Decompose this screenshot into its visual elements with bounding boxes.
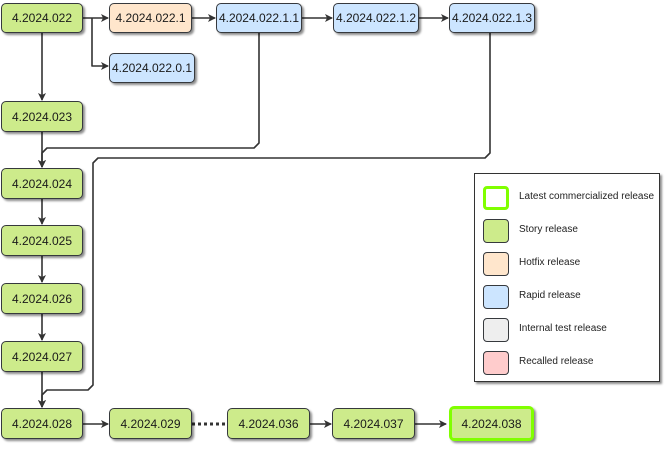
edge-n022-to-n02201 xyxy=(91,18,109,70)
release-node-4-2024-022-1-3[interactable]: 4.2024.022.1.3 xyxy=(449,3,535,33)
legend-label: Rapid release xyxy=(519,290,581,301)
release-node-4-2024-027[interactable]: 4.2024.027 xyxy=(1,341,83,372)
release-node-4-2024-025[interactable]: 4.2024.025 xyxy=(1,225,83,256)
release-label: 4.2024.026 xyxy=(11,291,73,306)
legend-item-latest: Latest commercialized release xyxy=(475,185,659,213)
release-node-4-2024-029[interactable]: 4.2024.029 xyxy=(109,408,192,439)
legend-swatch-hotfix xyxy=(483,252,509,276)
legend-item-hotfix: Hotfix release xyxy=(475,251,659,279)
legend-swatch-internal xyxy=(483,318,509,342)
release-label: 4.2024.022.1.3 xyxy=(451,11,533,25)
legend-label: Story release xyxy=(519,224,578,235)
legend-swatch-rapid xyxy=(483,285,509,309)
release-label: 4.2024.029 xyxy=(120,416,181,431)
release-label: 4.2024.022.1.1 xyxy=(218,11,300,25)
release-label: 4.2024.025 xyxy=(11,233,73,248)
release-node-4-2024-022-1-2[interactable]: 4.2024.022.1.2 xyxy=(333,3,419,33)
release-node-4-2024-022-1[interactable]: 4.2024.022.1 xyxy=(109,3,192,33)
legend-swatch-latest xyxy=(483,186,509,210)
legend-swatch-recalled xyxy=(483,351,509,375)
release-label: 4.2024.022.1 xyxy=(115,11,186,25)
release-label: 4.2024.036 xyxy=(238,416,299,431)
release-label: 4.2024.023 xyxy=(11,109,73,124)
release-node-4-2024-024[interactable]: 4.2024.024 xyxy=(1,168,83,199)
legend-label: Internal test release xyxy=(519,323,607,334)
legend-swatch-story xyxy=(483,219,509,243)
legend-item-rapid: Rapid release xyxy=(475,284,659,312)
release-label: 4.2024.024 xyxy=(11,176,73,191)
legend-item-story: Story release xyxy=(475,218,659,246)
release-label: 4.2024.022.0.1 xyxy=(111,61,193,75)
edge-n02213-to-n028 xyxy=(38,33,491,408)
release-node-4-2024-028[interactable]: 4.2024.028 xyxy=(1,408,83,439)
release-label: 4.2024.038 xyxy=(461,416,522,431)
release-label: 4.2024.022 xyxy=(11,11,73,25)
release-node-4-2024-037[interactable]: 4.2024.037 xyxy=(332,408,415,439)
legend-item-recalled: Recalled release xyxy=(475,350,659,378)
legend-label: Latest commercialized release xyxy=(519,191,655,202)
release-node-4-2024-023[interactable]: 4.2024.023 xyxy=(1,101,83,132)
legend: Latest commercialized release Story rele… xyxy=(474,173,660,382)
legend-label: Recalled release xyxy=(519,356,594,367)
release-node-4-2024-022[interactable]: 4.2024.022 xyxy=(1,3,83,33)
release-label: 4.2024.028 xyxy=(11,416,73,431)
release-node-4-2024-038[interactable]: 4.2024.038 xyxy=(449,406,534,441)
release-node-4-2024-022-0-1[interactable]: 4.2024.022.0.1 xyxy=(109,53,195,83)
release-node-4-2024-026[interactable]: 4.2024.026 xyxy=(1,283,83,314)
release-node-4-2024-022-1-1[interactable]: 4.2024.022.1.1 xyxy=(216,3,302,33)
legend-label: Hotfix release xyxy=(519,257,581,268)
release-label: 4.2024.022.1.2 xyxy=(335,11,417,25)
release-node-4-2024-036[interactable]: 4.2024.036 xyxy=(227,408,310,439)
release-label: 4.2024.037 xyxy=(343,416,404,431)
release-label: 4.2024.027 xyxy=(11,349,73,364)
legend-item-internal: Internal test release xyxy=(475,317,659,345)
